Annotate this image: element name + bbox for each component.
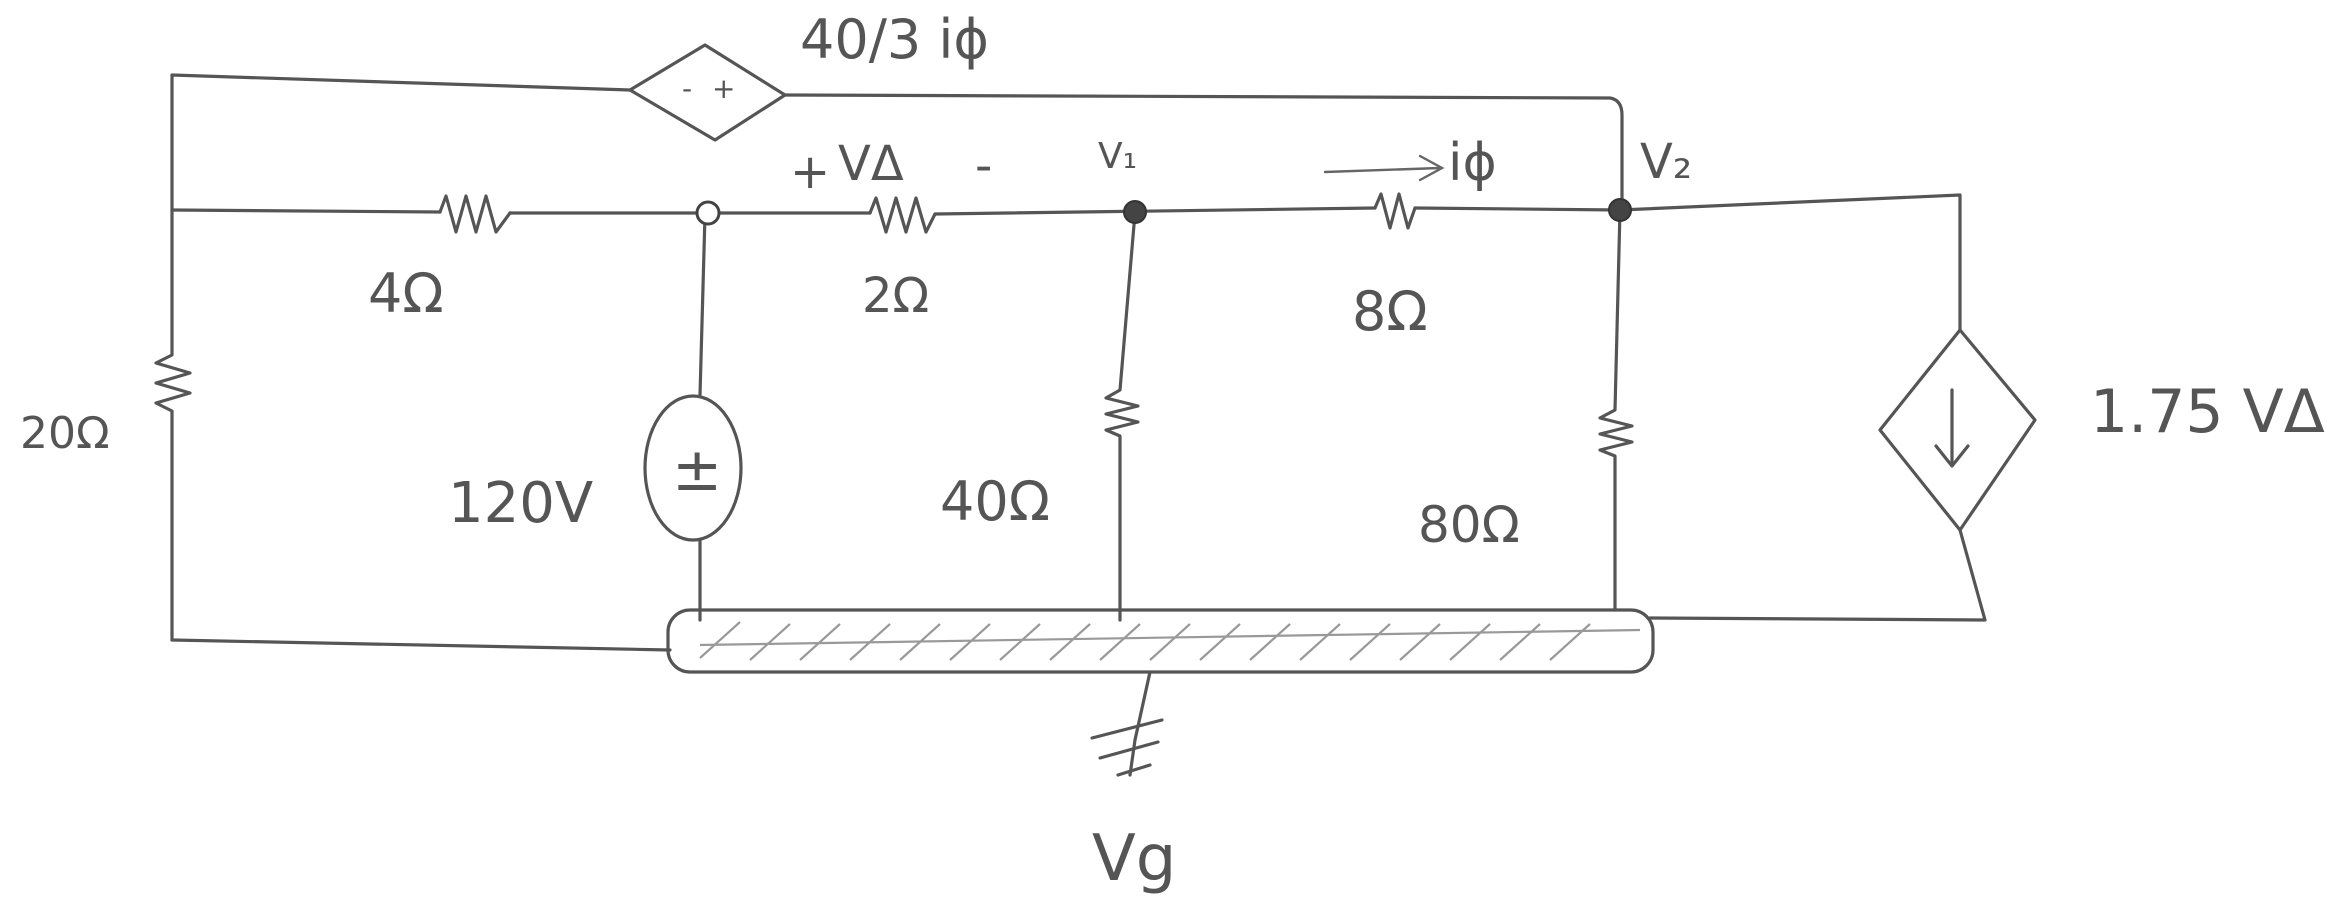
resistor-8-ohm (1373, 192, 1417, 230)
ground-bus (666, 608, 1655, 674)
node-v1-dot (1123, 200, 1147, 224)
v-delta-label: VΔ (838, 136, 904, 192)
node-source-top (695, 200, 721, 226)
resistor-40-ohm-label: 40Ω (940, 470, 1050, 533)
source-120v-label: 120V (448, 471, 593, 536)
node-v1-label: V₁ (1098, 136, 1137, 177)
v-delta-plus-sign: + (790, 144, 830, 200)
main-rail (170, 193, 1962, 332)
svg-text:-: - (682, 72, 692, 105)
svg-text:+: + (712, 72, 735, 105)
node-v2-label: V₂ (1640, 134, 1692, 190)
resistor-80-ohm-label: 80Ω (1418, 496, 1520, 554)
v-delta-minus-sign: - (975, 138, 992, 194)
ground-icon (1090, 670, 1164, 777)
ground-node-label: Vg (1092, 822, 1176, 896)
source-120v-top-wire (698, 213, 707, 397)
resistor-80-ohm (1598, 208, 1634, 612)
top-feedback-wire (170, 73, 1624, 212)
resistor-20-ohm (154, 208, 192, 642)
dependent-voltage-source: - + (628, 43, 787, 142)
resistor-4-ohm (438, 194, 512, 234)
bottom-left-rail (170, 638, 672, 652)
resistor-2-ohm (868, 196, 937, 234)
dependent-current-source (1878, 328, 2037, 532)
resistor-40-ohm (1104, 211, 1140, 622)
independent-voltage-source: ± (643, 394, 743, 542)
resistor-20-ohm-label: 20Ω (20, 408, 110, 459)
dependent-current-source-label: 1.75 VΔ (2090, 377, 2325, 447)
dependent-current-source-bottom-wire (1648, 528, 1987, 622)
node-v2-dot (1608, 198, 1632, 222)
resistor-8-ohm-label: 8Ω (1352, 280, 1428, 343)
svg-text:±: ± (672, 435, 722, 505)
resistor-4-ohm-label: 4Ω (368, 262, 444, 325)
dependent-voltage-source-label: 40/3 iϕ (800, 8, 989, 71)
current-i-phi-label: iϕ (1448, 133, 1497, 193)
current-arrow-icon (1323, 154, 1445, 182)
resistor-2-ohm-label: 2Ω (862, 268, 929, 324)
